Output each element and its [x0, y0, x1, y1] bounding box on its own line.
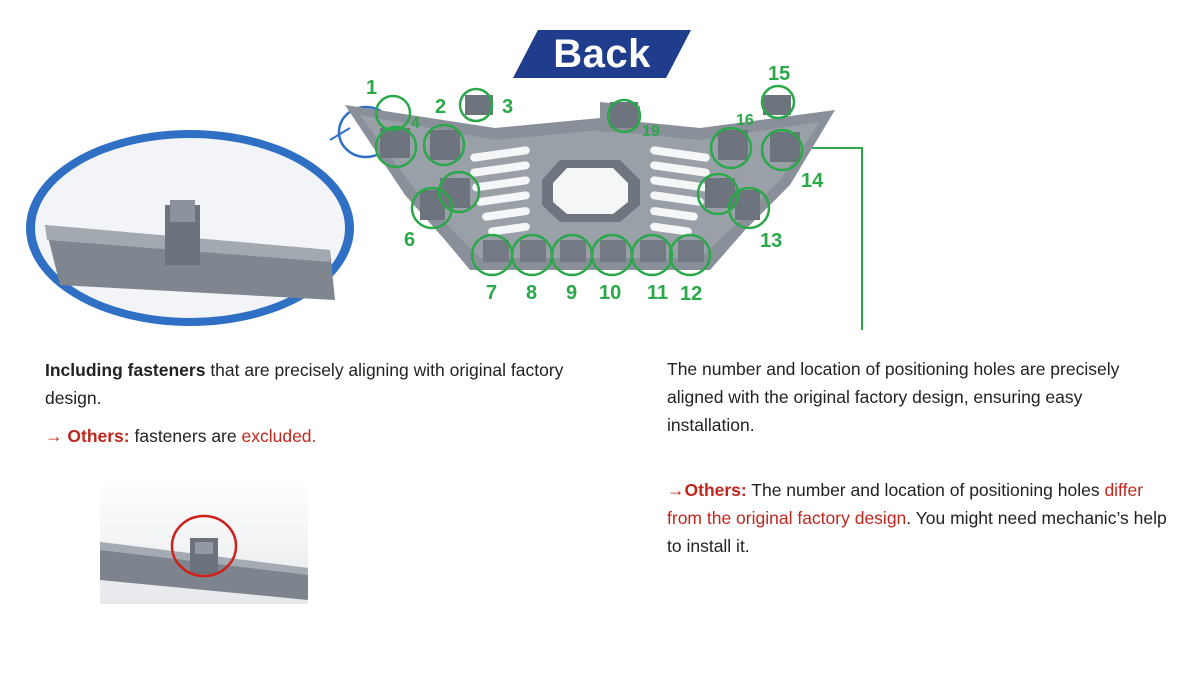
callout-number: 7 [486, 282, 497, 304]
banner-background [513, 30, 691, 78]
fastener-others-note: → Others: fasteners are excluded. [45, 422, 605, 450]
grille-body [345, 95, 835, 270]
callout-number: 15 [768, 63, 790, 85]
callout-circles [374, 84, 804, 277]
back-banner: Back [513, 30, 691, 78]
others-mid-text: fasteners are [129, 426, 242, 446]
positioning-holes-description: The number and location of positioning h… [667, 359, 1120, 435]
others-end-text: . You might need mechanic’s help to inst… [667, 508, 1167, 556]
callout-number: 14 [801, 170, 824, 192]
differ-text: differ from the original factory design [667, 480, 1144, 528]
others-mid-text: The number and location of positioning h… [746, 480, 1105, 500]
callout-number: 16 [736, 112, 754, 129]
callout-number: 8 [526, 282, 537, 304]
callout-number: 9 [566, 282, 577, 304]
banner-title: Back [553, 31, 651, 76]
callout-number: 1 [366, 77, 377, 99]
fastener-zoom-view [26, 130, 354, 326]
others-label: Others: [684, 480, 747, 500]
excluded-text: excluded. [241, 426, 317, 446]
positioning-holes-others-note: →Others: The number and location of posi… [667, 476, 1167, 560]
callout-number: 6 [404, 229, 415, 251]
fastener-heading-rest: that are precisely aligning with origina… [45, 360, 564, 408]
arrow-icon: → [45, 426, 63, 446]
callout-number: 12 [680, 283, 702, 305]
callout-number: 13 [760, 230, 782, 252]
fastener-heading-bold: Including fasteners [45, 360, 206, 380]
others-label: Others: [67, 426, 130, 446]
callout-number: 3 [502, 96, 513, 118]
grille-diagram: 1 2 3 4 6 7 8 9 10 11 12 13 14 15 16 19 [26, 63, 863, 330]
callout-leader-line [812, 147, 863, 330]
arrow-icon: → [667, 480, 685, 500]
callout-number: 10 [599, 282, 621, 304]
competitor-fastener-photo [100, 480, 308, 604]
fastener-description: Including fasteners that are precisely a… [45, 356, 605, 412]
callout-number: 19 [642, 123, 660, 140]
callout-number: 2 [435, 96, 446, 118]
callout-number: 11 [647, 282, 668, 304]
callout-number: 4 [411, 115, 420, 132]
